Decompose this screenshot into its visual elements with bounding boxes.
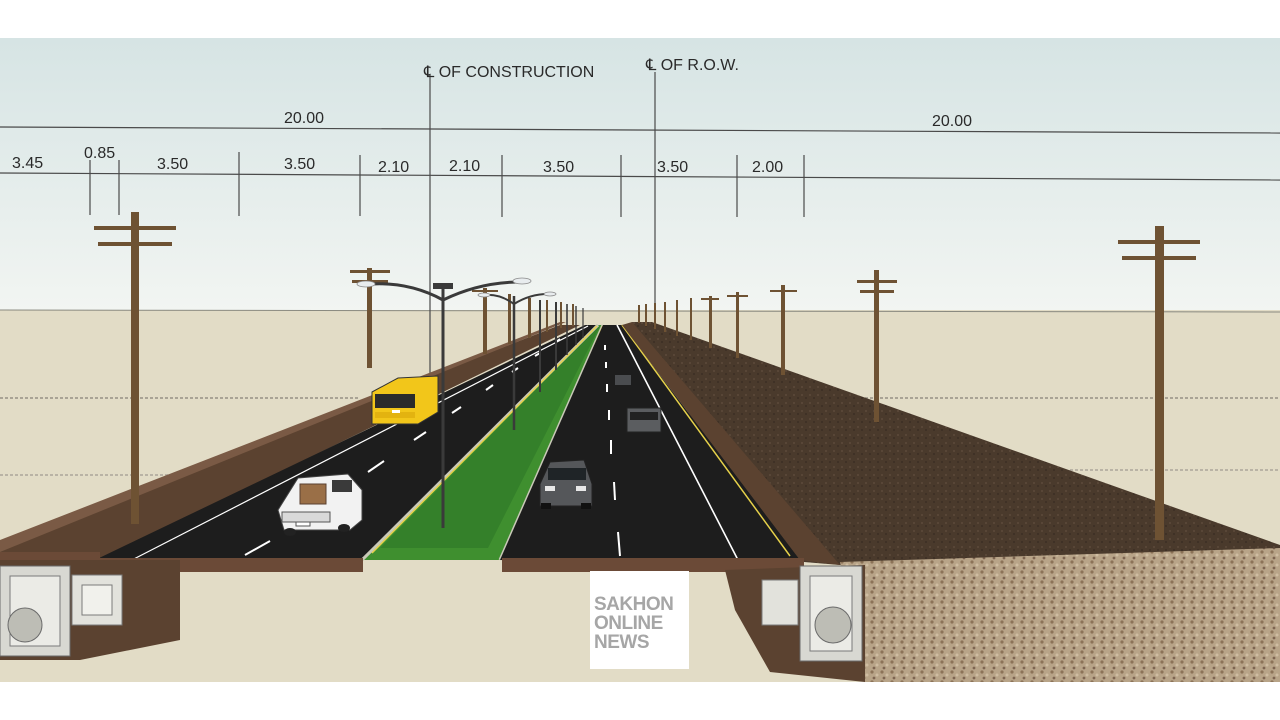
right-drainage-structure xyxy=(725,565,865,682)
right-earth-fill xyxy=(632,322,1280,565)
centerline-row-label: ℄ OF R.O.W. xyxy=(645,57,739,74)
watermark-logo: SAKHON ONLINE NEWS xyxy=(590,571,689,669)
segment-label: 0.85 xyxy=(84,145,115,162)
white-pickup-truck xyxy=(277,473,363,536)
centerline-construction-label: ℄ OF CONSTRUCTION xyxy=(423,64,594,81)
segment-label: 3.45 xyxy=(12,155,43,172)
dimension-lines xyxy=(0,72,1280,572)
left-carriageway xyxy=(95,325,598,560)
half-width-left-label: 20.00 xyxy=(284,110,324,127)
segment-label: 2.10 xyxy=(378,159,409,176)
sky xyxy=(0,38,1280,312)
watermark-line: NEWS xyxy=(594,632,650,653)
segment-label: 2.00 xyxy=(752,159,783,176)
half-width-right-label: 20.00 xyxy=(932,113,972,130)
segment-label: 3.50 xyxy=(157,156,188,173)
segment-label: 3.50 xyxy=(657,159,688,176)
segment-label: 3.50 xyxy=(284,156,315,173)
left-drainage-structure xyxy=(0,560,180,660)
yellow-bus xyxy=(371,375,439,425)
right-utility-poles xyxy=(638,226,1200,540)
segment-label: 3.50 xyxy=(543,159,574,176)
watermark-line: SAKHON xyxy=(594,594,674,615)
right-deck-slab xyxy=(502,558,804,572)
gravel-base xyxy=(840,548,1280,682)
far-vehicle xyxy=(615,375,662,433)
segment-label: 2.10 xyxy=(449,158,480,175)
watermark-line: ONLINE xyxy=(594,613,663,634)
grey-suv xyxy=(539,459,593,509)
median-street-lamps xyxy=(371,280,584,528)
